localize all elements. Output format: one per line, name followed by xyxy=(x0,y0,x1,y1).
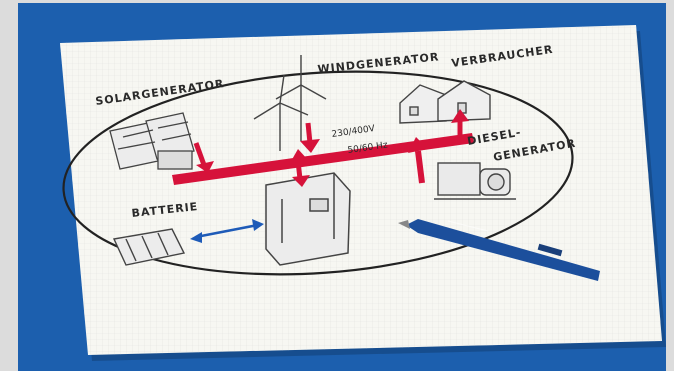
diesel-generator-icon xyxy=(434,162,516,200)
paper-sheet xyxy=(60,25,666,361)
ac-bus xyxy=(172,109,474,187)
battery-icon xyxy=(112,228,186,266)
hybrid-system-sketch: SOLARGENERATOR WINDGENERATOR VERBRAUCHER… xyxy=(60,25,666,361)
wind-turbine-icon xyxy=(253,55,327,151)
photo: SOLARGENERATOR WINDGENERATOR VERBRAUCHER… xyxy=(18,3,666,371)
system-loop xyxy=(62,70,574,276)
battery-arrow xyxy=(190,219,264,243)
house-icon xyxy=(399,80,491,124)
solar-panel-icon xyxy=(109,112,195,170)
inverter-icon xyxy=(265,172,351,266)
pen-icon xyxy=(398,219,600,281)
